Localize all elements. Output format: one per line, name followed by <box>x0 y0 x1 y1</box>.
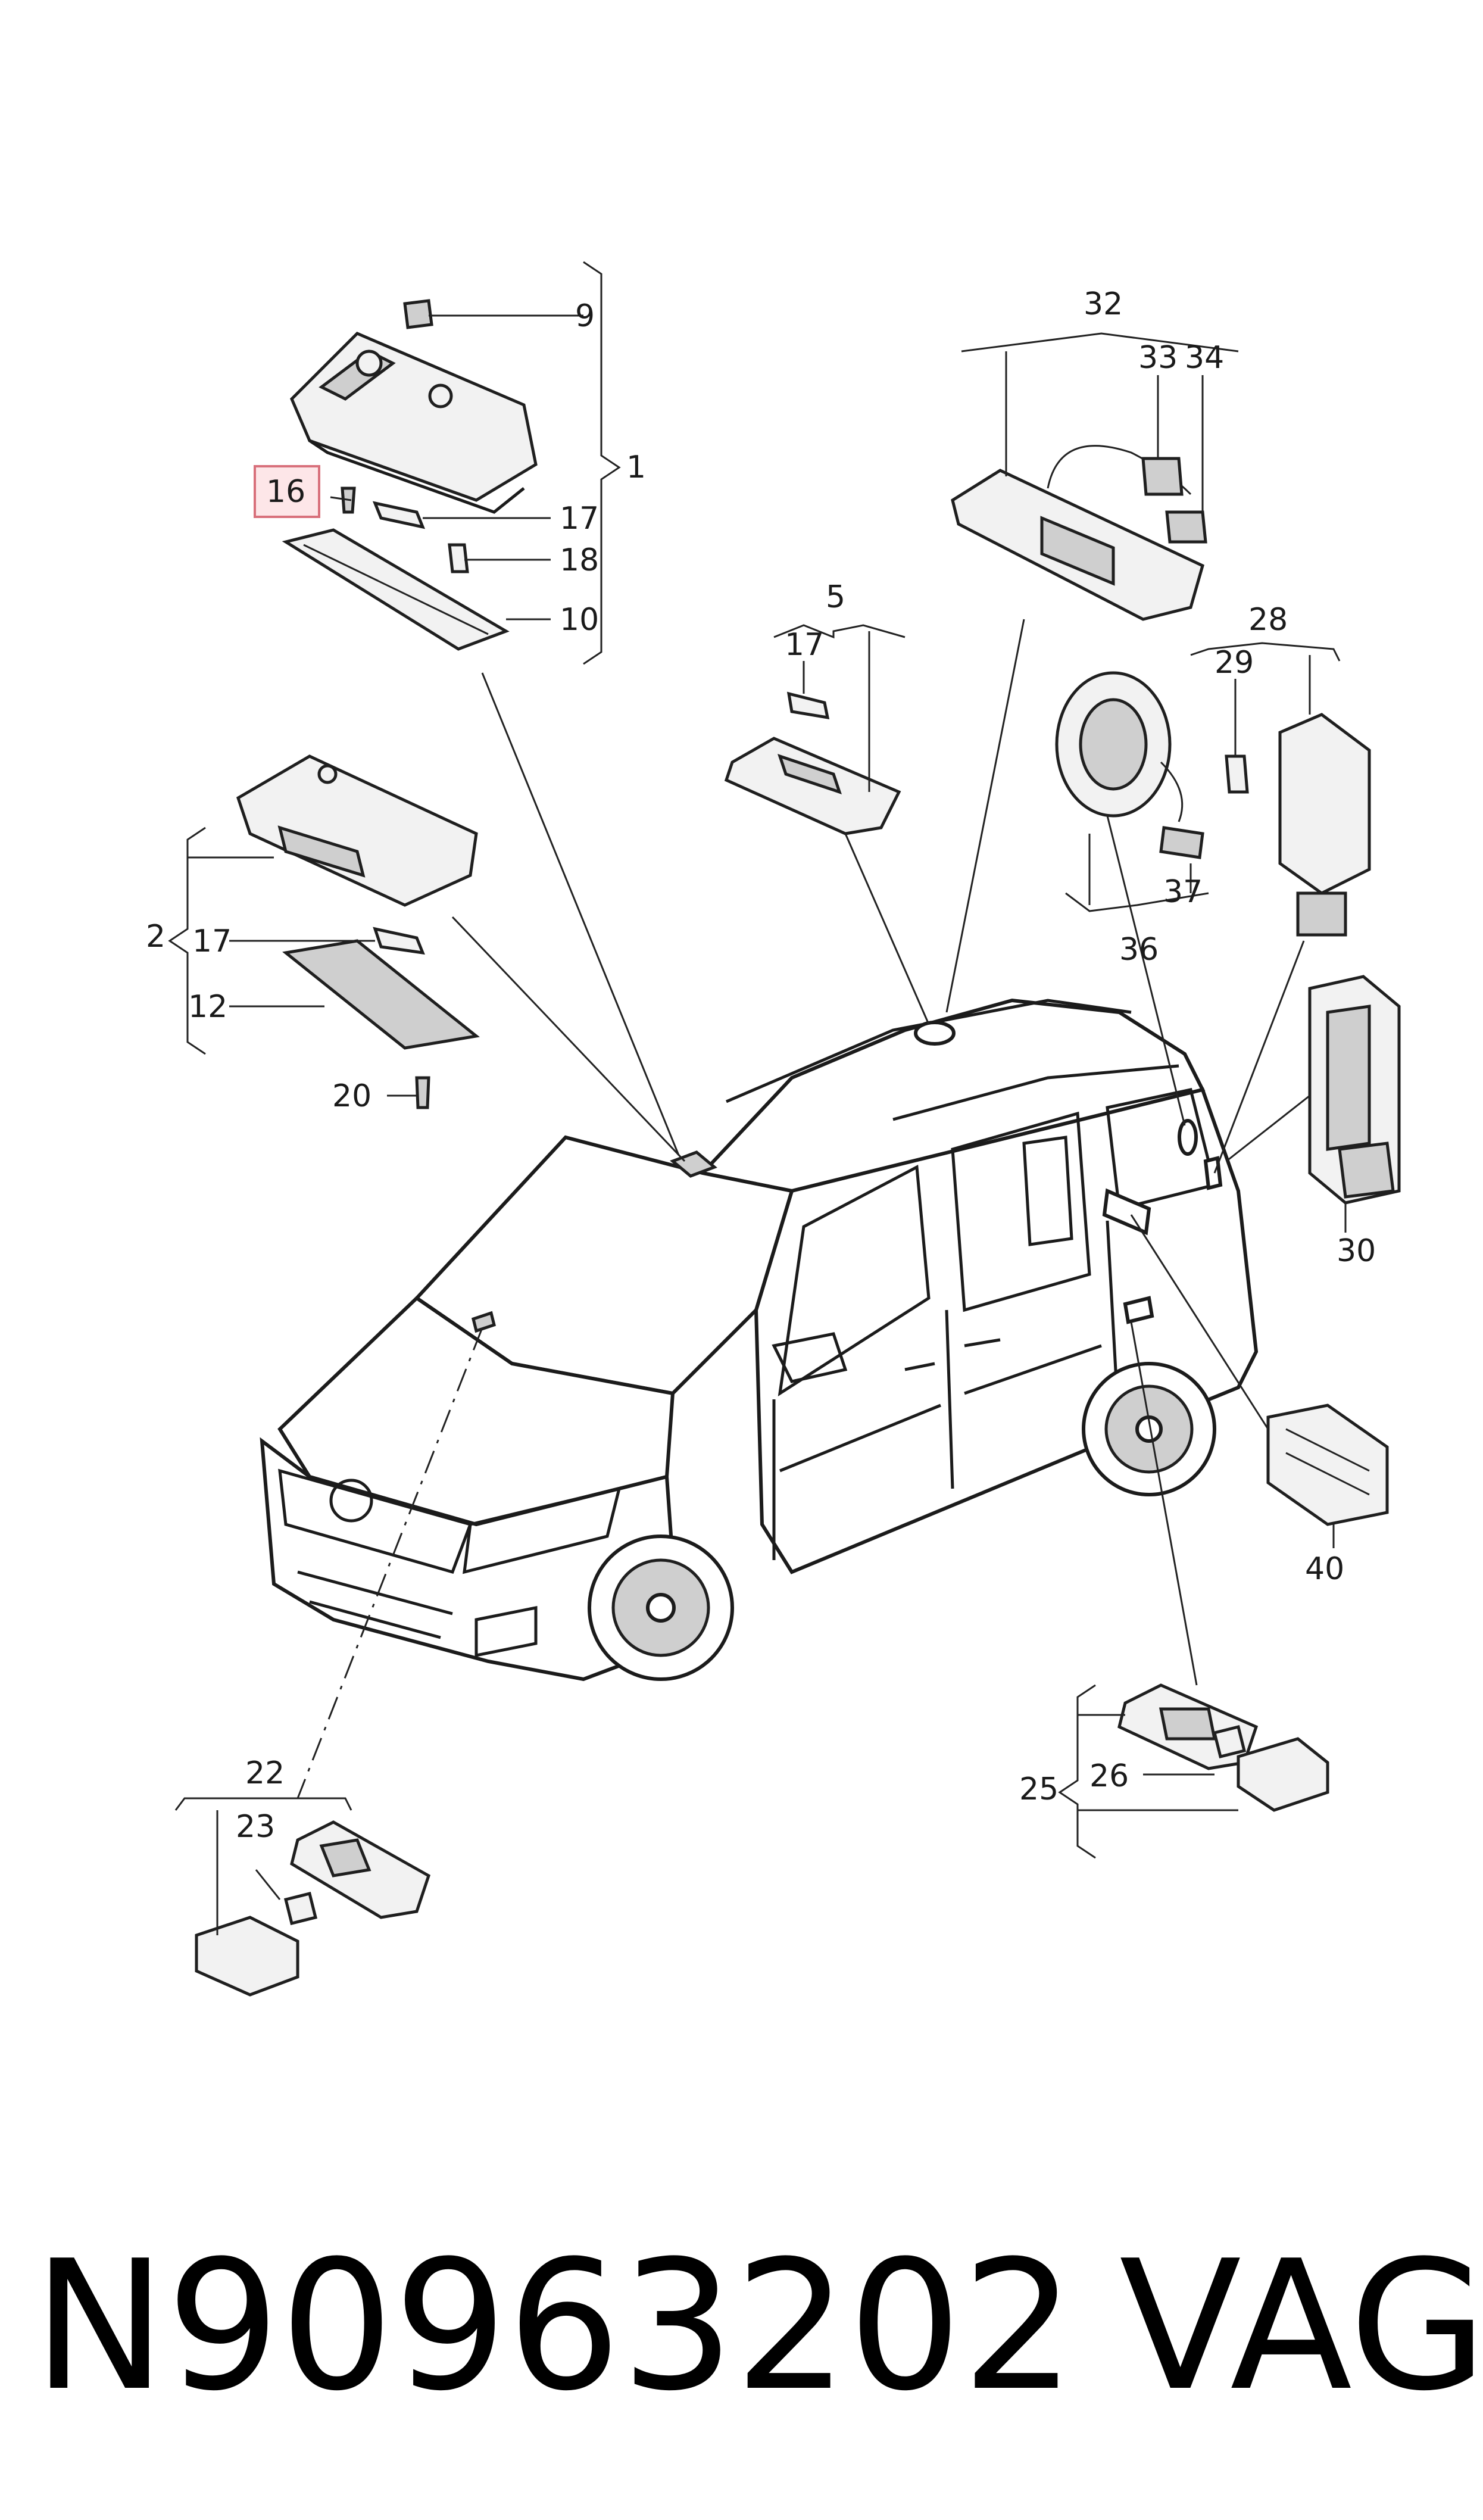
callout-18: 18 <box>560 542 599 578</box>
part-25-boot-lamp <box>1058 1683 1329 1859</box>
part-22-footwell-lamp <box>174 1797 431 1997</box>
callout-17-b: 17 <box>192 924 232 959</box>
callout-16-highlight <box>254 465 320 518</box>
callout-34: 34 <box>1185 340 1224 376</box>
callout-16: 16 <box>266 474 305 510</box>
callout-40: 40 <box>1305 1551 1344 1587</box>
leader-lines <box>296 619 1310 1799</box>
callout-23: 23 <box>236 1809 275 1845</box>
part-36-loudspeaker <box>1055 671 1209 912</box>
callout-labels: 16 9 1 17 18 10 2 17 12 20 5 17 32 33 34… <box>146 286 1376 1845</box>
part-30-lamp-bracket <box>1308 975 1401 1233</box>
callout-32: 32 <box>1084 286 1123 322</box>
callout-2: 2 <box>146 919 166 955</box>
callout-36: 36 <box>1119 932 1159 968</box>
callout-1: 1 <box>626 450 646 485</box>
callout-12: 12 <box>188 989 227 1025</box>
callout-22: 22 <box>245 1755 285 1791</box>
brand-name: VAG <box>1119 2222 1483 2430</box>
callout-33: 33 <box>1138 340 1178 376</box>
part-40-door-lamp <box>1266 1404 1389 1548</box>
callout-26: 26 <box>1089 1758 1129 1794</box>
callout-20: 20 <box>332 1078 371 1114</box>
callout-17-c: 17 <box>785 627 824 663</box>
part-2-reading-light-assembly <box>168 754 480 1109</box>
callout-9: 9 <box>575 298 595 334</box>
vehicle-illustration <box>260 998 1259 1682</box>
part-1-roof-light-assembly <box>282 261 621 665</box>
part-28-tail-lamp-holder <box>1190 642 1371 937</box>
callout-17-a: 17 <box>560 501 599 537</box>
callout-30: 30 <box>1337 1233 1376 1269</box>
callout-29: 29 <box>1215 645 1254 681</box>
callout-37: 37 <box>1163 874 1203 910</box>
callout-28: 28 <box>1248 602 1288 638</box>
callout-10: 10 <box>560 602 599 638</box>
callout-25: 25 <box>1019 1772 1059 1807</box>
callout-5: 5 <box>826 579 845 615</box>
part-number: N90963202 <box>33 2222 1075 2430</box>
part-32-overhead-module <box>951 332 1239 621</box>
part-5-luggage-light <box>724 624 906 835</box>
